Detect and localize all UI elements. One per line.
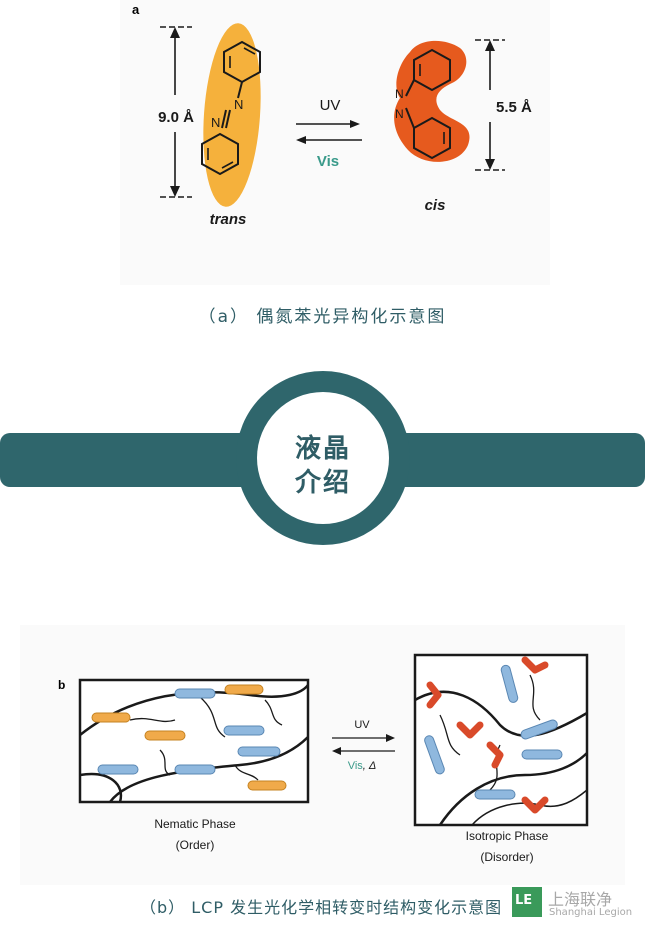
- isotropic-rod-4: [521, 749, 563, 760]
- uv-label-b: UV: [354, 719, 370, 731]
- nematic-rod-1: [174, 688, 216, 699]
- isotropic-kink-5: [521, 796, 549, 814]
- isotropic-phase-label: Isotropic Phase: [466, 829, 549, 843]
- isotropic-rod-3: [424, 735, 445, 775]
- cis-label: cis: [425, 197, 446, 214]
- cis-benzene-top: [413, 48, 451, 92]
- trans-n-top: N: [234, 97, 243, 112]
- nematic-rod-8: [174, 764, 216, 775]
- isotropic-kink-3: [456, 721, 484, 739]
- nematic-rod-9: [247, 780, 287, 791]
- caption-b: （b） LCP 发生光化学相转变时结构变化示意图: [140, 898, 503, 917]
- isotropic-kink-4: [486, 741, 504, 769]
- uv-label: UV: [320, 97, 341, 114]
- isotropic-rod-2: [520, 719, 558, 740]
- trans-length-label: 9.0 Å: [158, 109, 194, 126]
- nematic-rod-4: [144, 730, 186, 741]
- nematic-rod-3: [91, 712, 131, 723]
- section-banner-ring: [236, 371, 410, 545]
- vis-label: Vis: [317, 153, 339, 170]
- isotropic-rod-5: [474, 789, 516, 800]
- isotropic-disorder-label: (Disorder): [480, 850, 533, 864]
- trans-label: trans: [210, 211, 247, 228]
- vis-delta-label: Vis, Δ: [348, 760, 377, 772]
- trans-benzene-bottom: [201, 132, 239, 176]
- banner-line-1: 液晶: [294, 434, 351, 464]
- nematic-rod-6: [237, 746, 281, 757]
- cis-benzene-bottom: [413, 116, 451, 160]
- isotropic-kink-1: [426, 681, 442, 709]
- vis-label-b: Vis: [348, 760, 364, 772]
- isotropic-kink-2: [521, 656, 549, 674]
- logo: LE: [512, 887, 542, 917]
- delta-label: , Δ: [363, 760, 377, 772]
- nematic-rod-7: [97, 764, 139, 775]
- banner-line-2: 介绍: [294, 468, 351, 498]
- panel-a-diagram: a N N 9.0 Å trans UV Vis N N 5.5 Å cis: [120, 0, 550, 285]
- isotropic-rod-1: [500, 664, 519, 703]
- trans-highlight: [203, 23, 261, 207]
- cis-n-top: N: [395, 87, 404, 101]
- panel-a-label: a: [132, 2, 140, 17]
- trans-n-bottom: N: [211, 115, 220, 130]
- nematic-rod-5: [223, 725, 265, 736]
- logo-en: Shanghai Legion: [549, 907, 633, 918]
- logo-mark: LE: [515, 893, 533, 908]
- caption-a: （a） 偶氮苯光异构化示意图: [198, 307, 447, 327]
- nematic-phase-label: Nematic Phase: [154, 817, 236, 831]
- panel-b-diagram: b Nematic Phase (Order) UV Vis, Δ Isotro…: [20, 625, 625, 885]
- nematic-rod-2: [224, 684, 264, 695]
- logo-cn: 上海联净: [548, 890, 613, 909]
- nematic-order-label: (Order): [176, 838, 215, 852]
- panel-b-label: b: [58, 678, 65, 692]
- cis-length-label: 5.5 Å: [496, 99, 532, 116]
- cis-n-bottom: N: [395, 107, 404, 121]
